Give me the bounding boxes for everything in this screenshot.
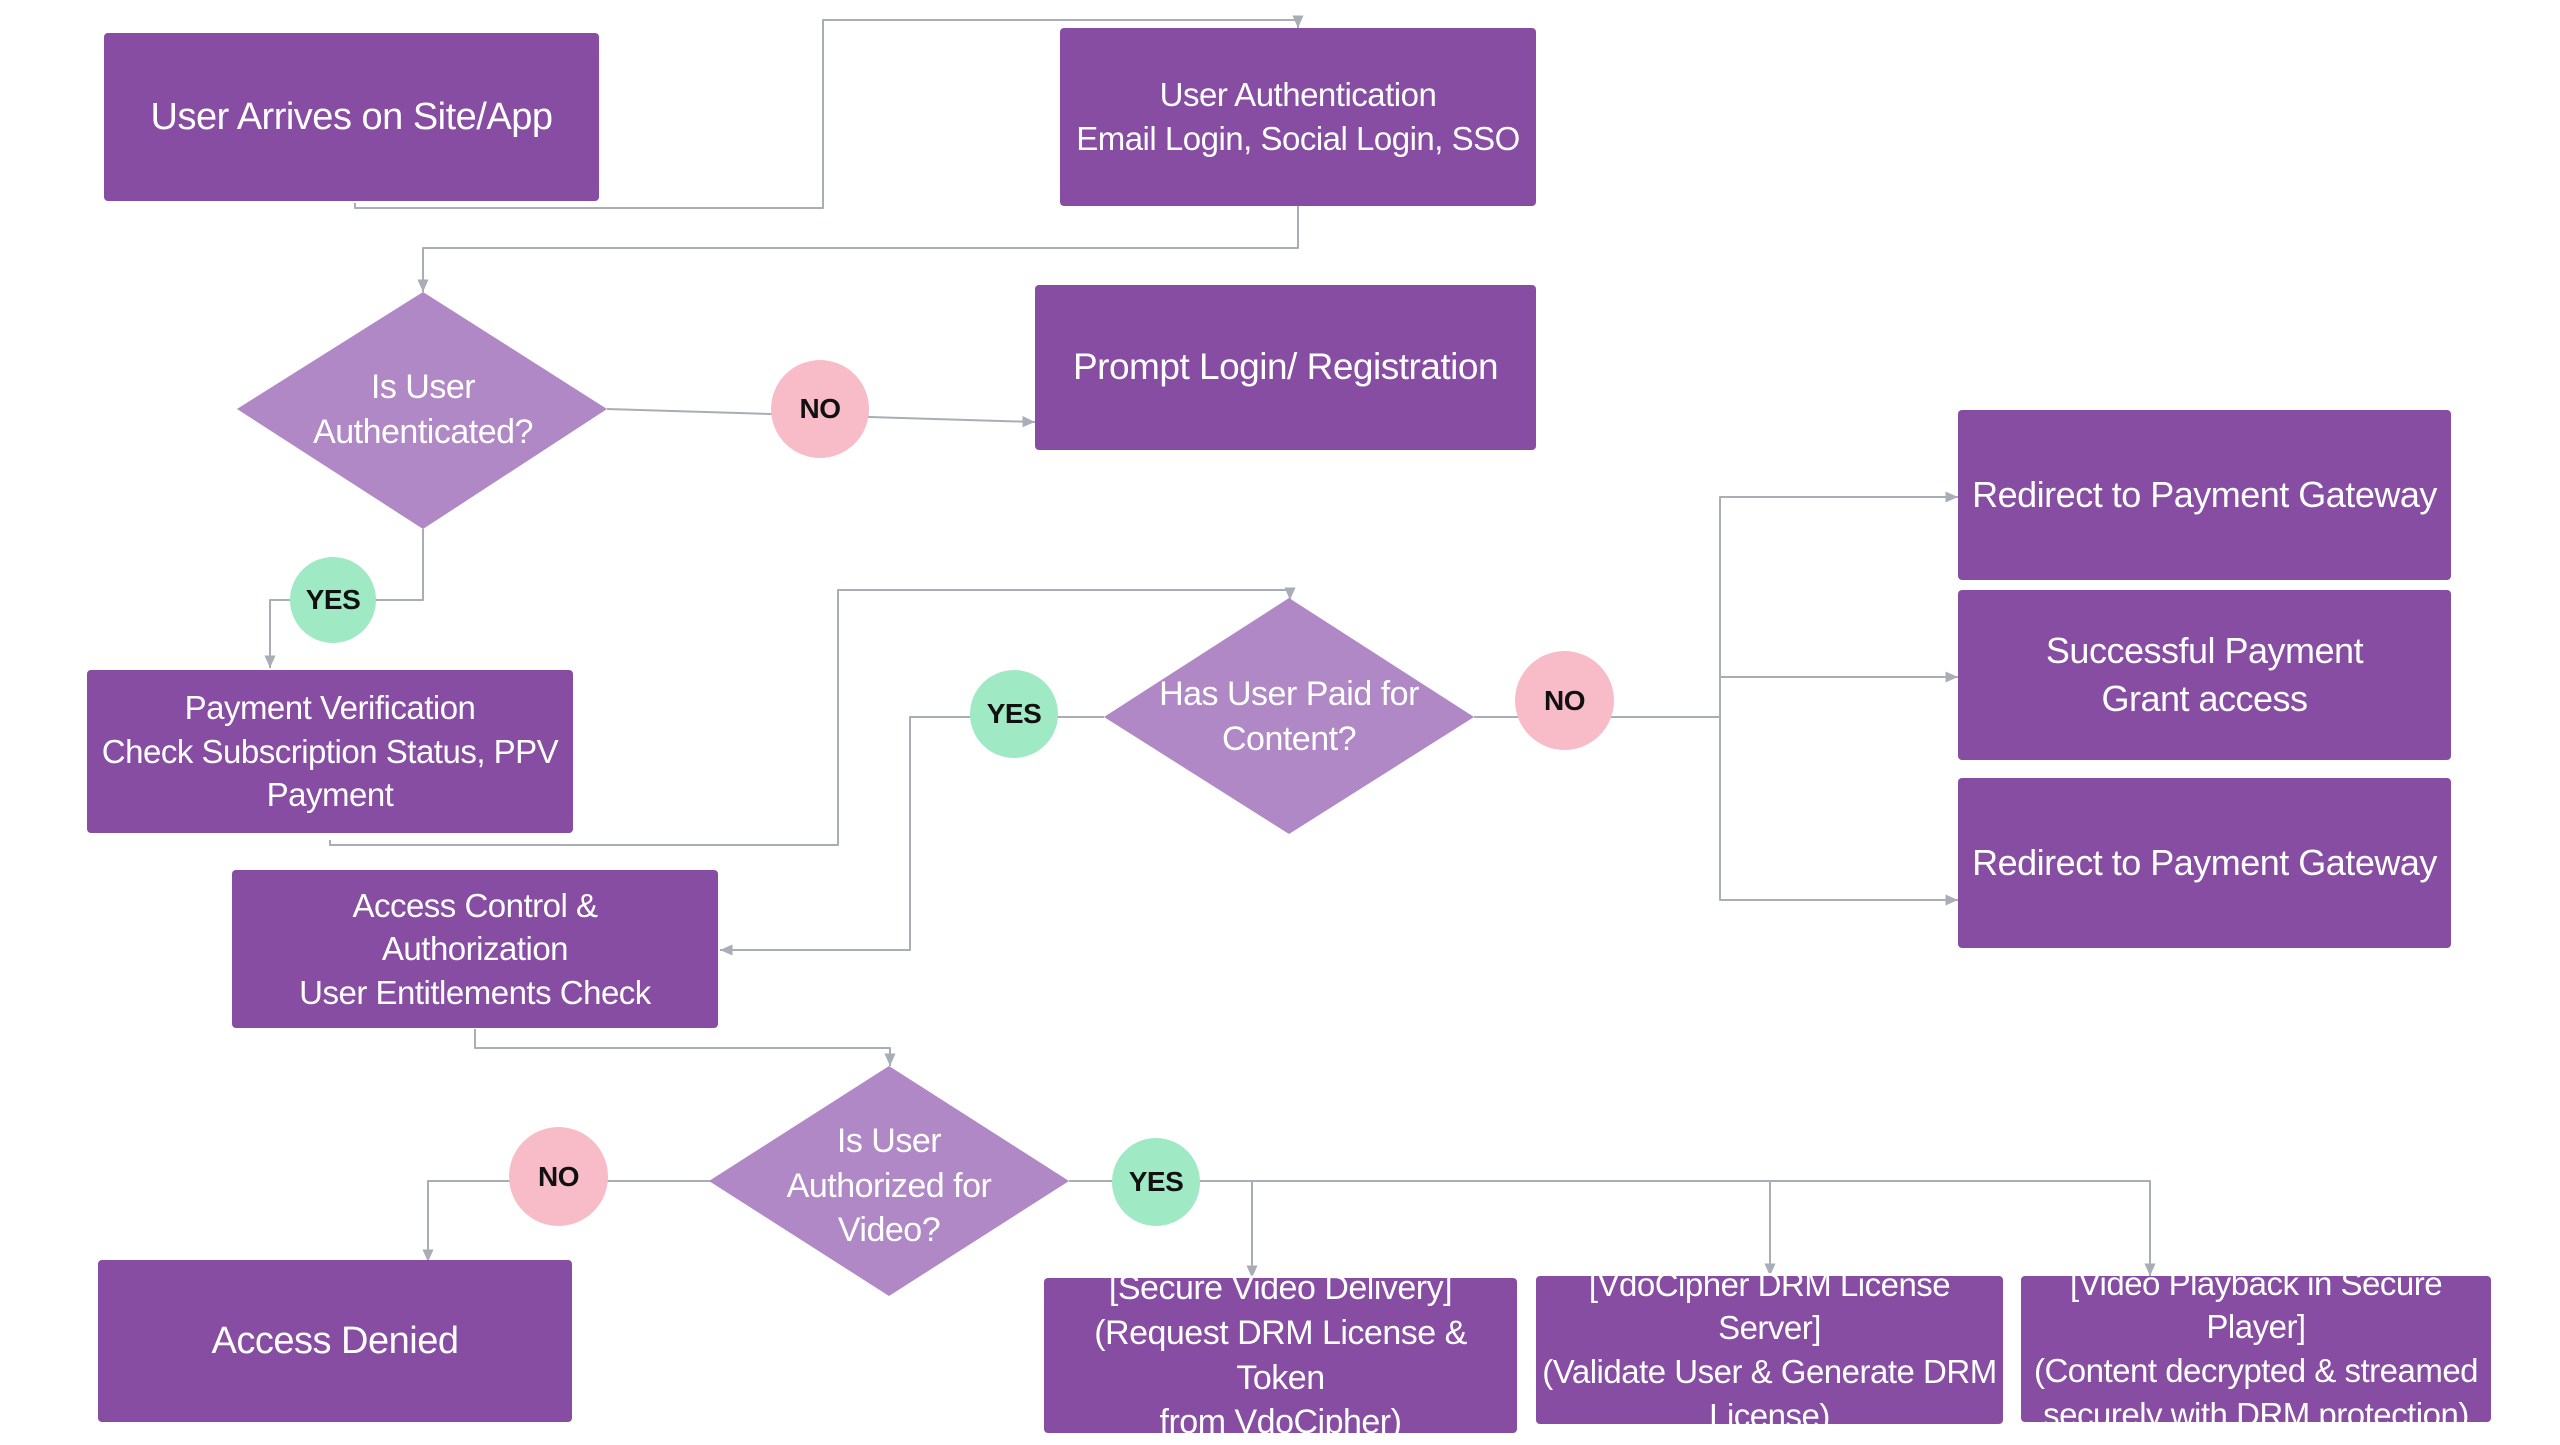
- node-access-denied: Access Denied: [98, 1260, 572, 1422]
- node-payment-verification: Payment Verification Check Subscription …: [87, 670, 573, 833]
- connector-payment-to-paid: [329, 587, 1296, 846]
- connector-paid-yes: [720, 716, 1104, 956]
- node-prompt-login: Prompt Login/ Registration: [1035, 285, 1536, 450]
- connector-paid-no-3: [1719, 717, 1958, 906]
- badge-paid-yes: YES: [970, 670, 1058, 758]
- connector-authorized-yes-3: [1770, 1180, 2156, 1276]
- node-redirect-payment-1: Redirect to Payment Gateway: [1958, 410, 2451, 580]
- node-user-arrives: User Arrives on Site/App: [104, 33, 599, 201]
- node-user-authentication: User Authentication Email Login, Social …: [1060, 28, 1536, 206]
- badge-authorized-no: NO: [509, 1127, 608, 1226]
- decision-is-user-authorized-shape: [709, 1066, 1069, 1296]
- badge-paid-no: NO: [1515, 651, 1614, 750]
- connector-arrives-to-authentication: [354, 15, 1304, 209]
- connector-access-to-authorized: [474, 1029, 896, 1066]
- connector-paid-no-2: [1719, 671, 1958, 717]
- node-video-playback: [Video Playback in Secure Player] (Conte…: [2021, 1265, 2491, 1433]
- connector-authentication-to-authenticated: [417, 206, 1299, 292]
- badge-authenticated-yes: YES: [290, 557, 376, 643]
- node-drm-license-server: [VdoCipher DRM License Server] (Validate…: [1536, 1266, 2003, 1434]
- node-access-control: Access Control & Authorization User Enti…: [232, 870, 718, 1028]
- connector-authorized-no: [422, 1180, 711, 1262]
- decision-is-user-authenticated-label: Is User Authenticated?: [313, 368, 533, 451]
- decision-has-user-paid-label: Has User Paid for Content?: [1159, 675, 1419, 758]
- node-secure-video-delivery: [Secure Video Delivery] (Request DRM Lic…: [1044, 1269, 1517, 1441]
- decision-is-user-authenticated-shape: [237, 292, 607, 529]
- badge-authorized-yes: YES: [1112, 1138, 1200, 1226]
- decision-is-user-authorized-label: Is User Authorized for Video?: [786, 1121, 992, 1250]
- decision-has-user-paid-shape: [1104, 598, 1474, 834]
- node-redirect-payment-2: Redirect to Payment Gateway: [1958, 778, 2451, 948]
- badge-authenticated-no: NO: [771, 360, 869, 458]
- node-successful-payment: Successful Payment Grant access: [1958, 590, 2451, 760]
- connector-authorized-yes-2: [1252, 1180, 1776, 1276]
